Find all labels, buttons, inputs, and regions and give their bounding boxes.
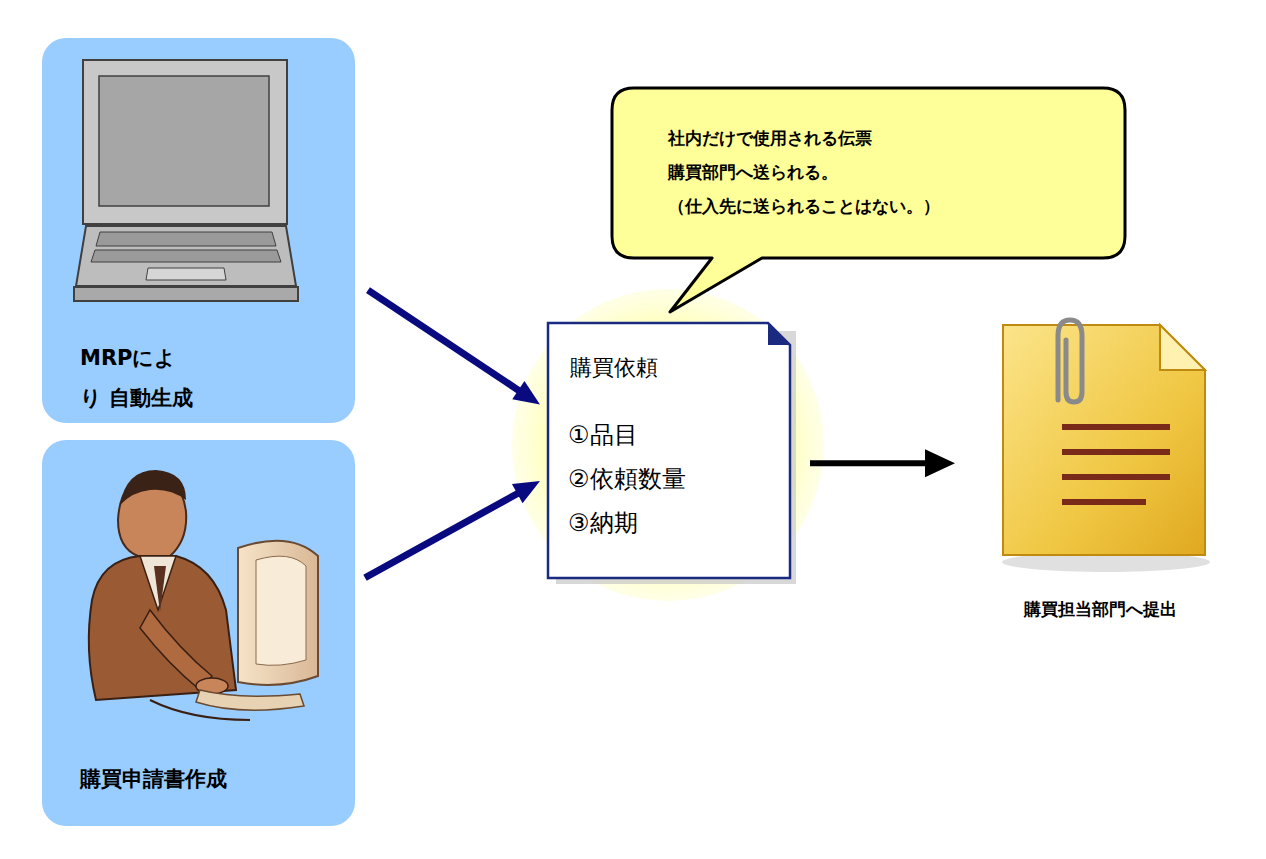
- source-box: MRPにより 自動生成: [42, 38, 355, 423]
- highlight-glow: [512, 289, 824, 601]
- file-icon-illustration: [1002, 320, 1210, 572]
- node-text: 社内だけで使用される伝票: [668, 126, 872, 150]
- flow-arrow: [365, 481, 540, 578]
- node-text: 購買部門へ送られる。: [668, 160, 838, 184]
- node-text: （仕入先に送られることはない。）: [668, 194, 940, 218]
- document-slip: 購買依頼 ①品目 ②依頼数量 ③納期: [548, 323, 790, 578]
- speech-bubble: [612, 88, 1125, 312]
- node-text: ①品目: [568, 419, 638, 451]
- file-node: 購買担当部門へ提出: [985, 320, 1215, 625]
- rounded-panel: [42, 38, 355, 423]
- node-text: ③納期: [568, 507, 638, 539]
- node-text: ②依頼数量: [568, 463, 686, 495]
- callout-bubble: 社内だけで使用される伝票購買部門へ送られる。 （仕入先に送られることはない。）: [612, 88, 1125, 258]
- node-text: MRPにより 自動生成: [80, 338, 198, 418]
- node-text: 購買担当部門へ提出: [985, 597, 1215, 621]
- node-text: 購買依頼: [570, 353, 658, 383]
- document-fold: [768, 323, 790, 345]
- flow-arrow: [368, 290, 540, 404]
- rounded-panel: [42, 440, 355, 826]
- flow-arrow: [810, 449, 955, 477]
- document-body: [548, 323, 790, 578]
- source-box: 購買申請書作成: [42, 440, 355, 826]
- node-text: 購買申請書作成: [80, 764, 320, 794]
